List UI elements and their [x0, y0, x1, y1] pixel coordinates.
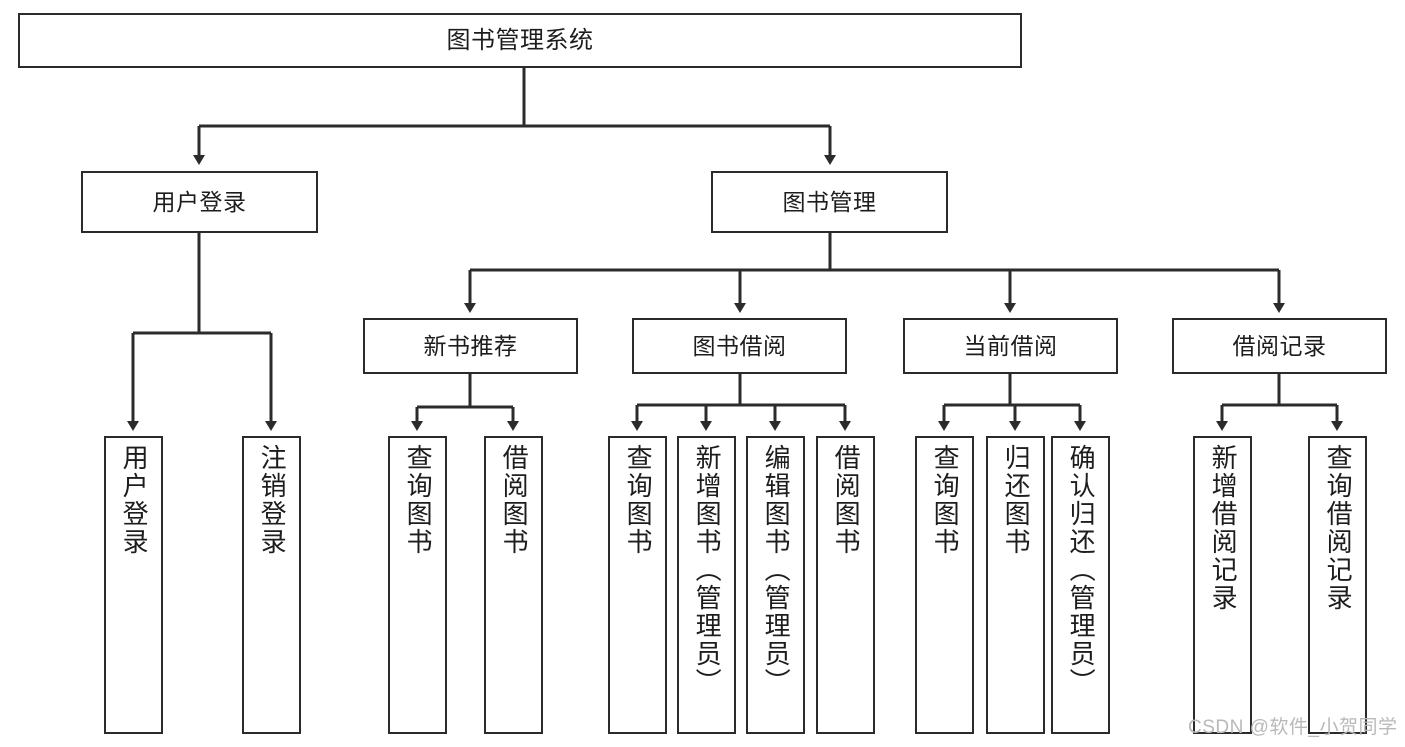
leaf-borrow-record-add-record[interactable]: 新增借阅记录 — [1193, 436, 1252, 734]
node-label: 当前借阅 — [963, 332, 1058, 359]
node-label: 确认归还（管理员） — [1066, 444, 1097, 696]
leaf-book-borrow-add-book-admin[interactable]: 新增图书（管理员） — [677, 436, 736, 734]
node-label: 查询图书 — [930, 444, 961, 556]
node-label: 图书借阅 — [692, 332, 787, 359]
node-current-borrow[interactable]: 当前借阅 — [903, 318, 1118, 374]
node-label: 查询借阅记录 — [1323, 444, 1354, 612]
node-label: 查询图书 — [623, 444, 654, 556]
node-label: 借阅图书 — [831, 444, 862, 556]
node-label: 用户登录 — [119, 444, 150, 556]
leaf-borrow-record-query-record[interactable]: 查询借阅记录 — [1308, 436, 1367, 734]
node-label: 用户登录 — [152, 188, 247, 215]
node-new-book-recommend[interactable]: 新书推荐 — [363, 318, 578, 374]
node-label: 注销登录 — [257, 444, 288, 556]
leaf-new-book-borrow-book[interactable]: 借阅图书 — [484, 436, 543, 734]
leaf-current-borrow-query-book[interactable]: 查询图书 — [915, 436, 974, 734]
leaf-current-borrow-confirm-return-admin[interactable]: 确认归还（管理员） — [1051, 436, 1110, 734]
leaf-current-borrow-return-book[interactable]: 归还图书 — [986, 436, 1045, 734]
node-label: 新书推荐 — [423, 332, 518, 359]
leaf-new-book-query-book[interactable]: 查询图书 — [388, 436, 447, 734]
node-book-borrow[interactable]: 图书借阅 — [632, 318, 847, 374]
node-label: 查询图书 — [403, 444, 434, 556]
leaf-book-borrow-query-book[interactable]: 查询图书 — [608, 436, 667, 734]
node-label: 新增借阅记录 — [1208, 444, 1239, 612]
node-label: 借阅记录 — [1232, 332, 1327, 359]
node-label: 归还图书 — [1001, 444, 1032, 556]
node-label: 编辑图书（管理员） — [761, 444, 792, 696]
node-label: 新增图书（管理员） — [692, 444, 723, 696]
node-label: 图书管理系统 — [446, 26, 594, 54]
leaf-book-borrow-borrow-book[interactable]: 借阅图书 — [816, 436, 875, 734]
node-book-management[interactable]: 图书管理 — [711, 171, 948, 233]
node-user-login[interactable]: 用户登录 — [81, 171, 318, 233]
node-label: 借阅图书 — [499, 444, 530, 556]
node-root-book-management-system[interactable]: 图书管理系统 — [18, 13, 1022, 68]
node-label: 图书管理 — [782, 188, 877, 215]
node-borrow-record[interactable]: 借阅记录 — [1172, 318, 1387, 374]
leaf-book-borrow-edit-book-admin[interactable]: 编辑图书（管理员） — [746, 436, 805, 734]
csdn-watermark: CSDN @软件_小贺同学 — [1188, 717, 1398, 738]
leaf-user-login-login[interactable]: 用户登录 — [104, 436, 163, 734]
leaf-user-login-logout[interactable]: 注销登录 — [242, 436, 301, 734]
